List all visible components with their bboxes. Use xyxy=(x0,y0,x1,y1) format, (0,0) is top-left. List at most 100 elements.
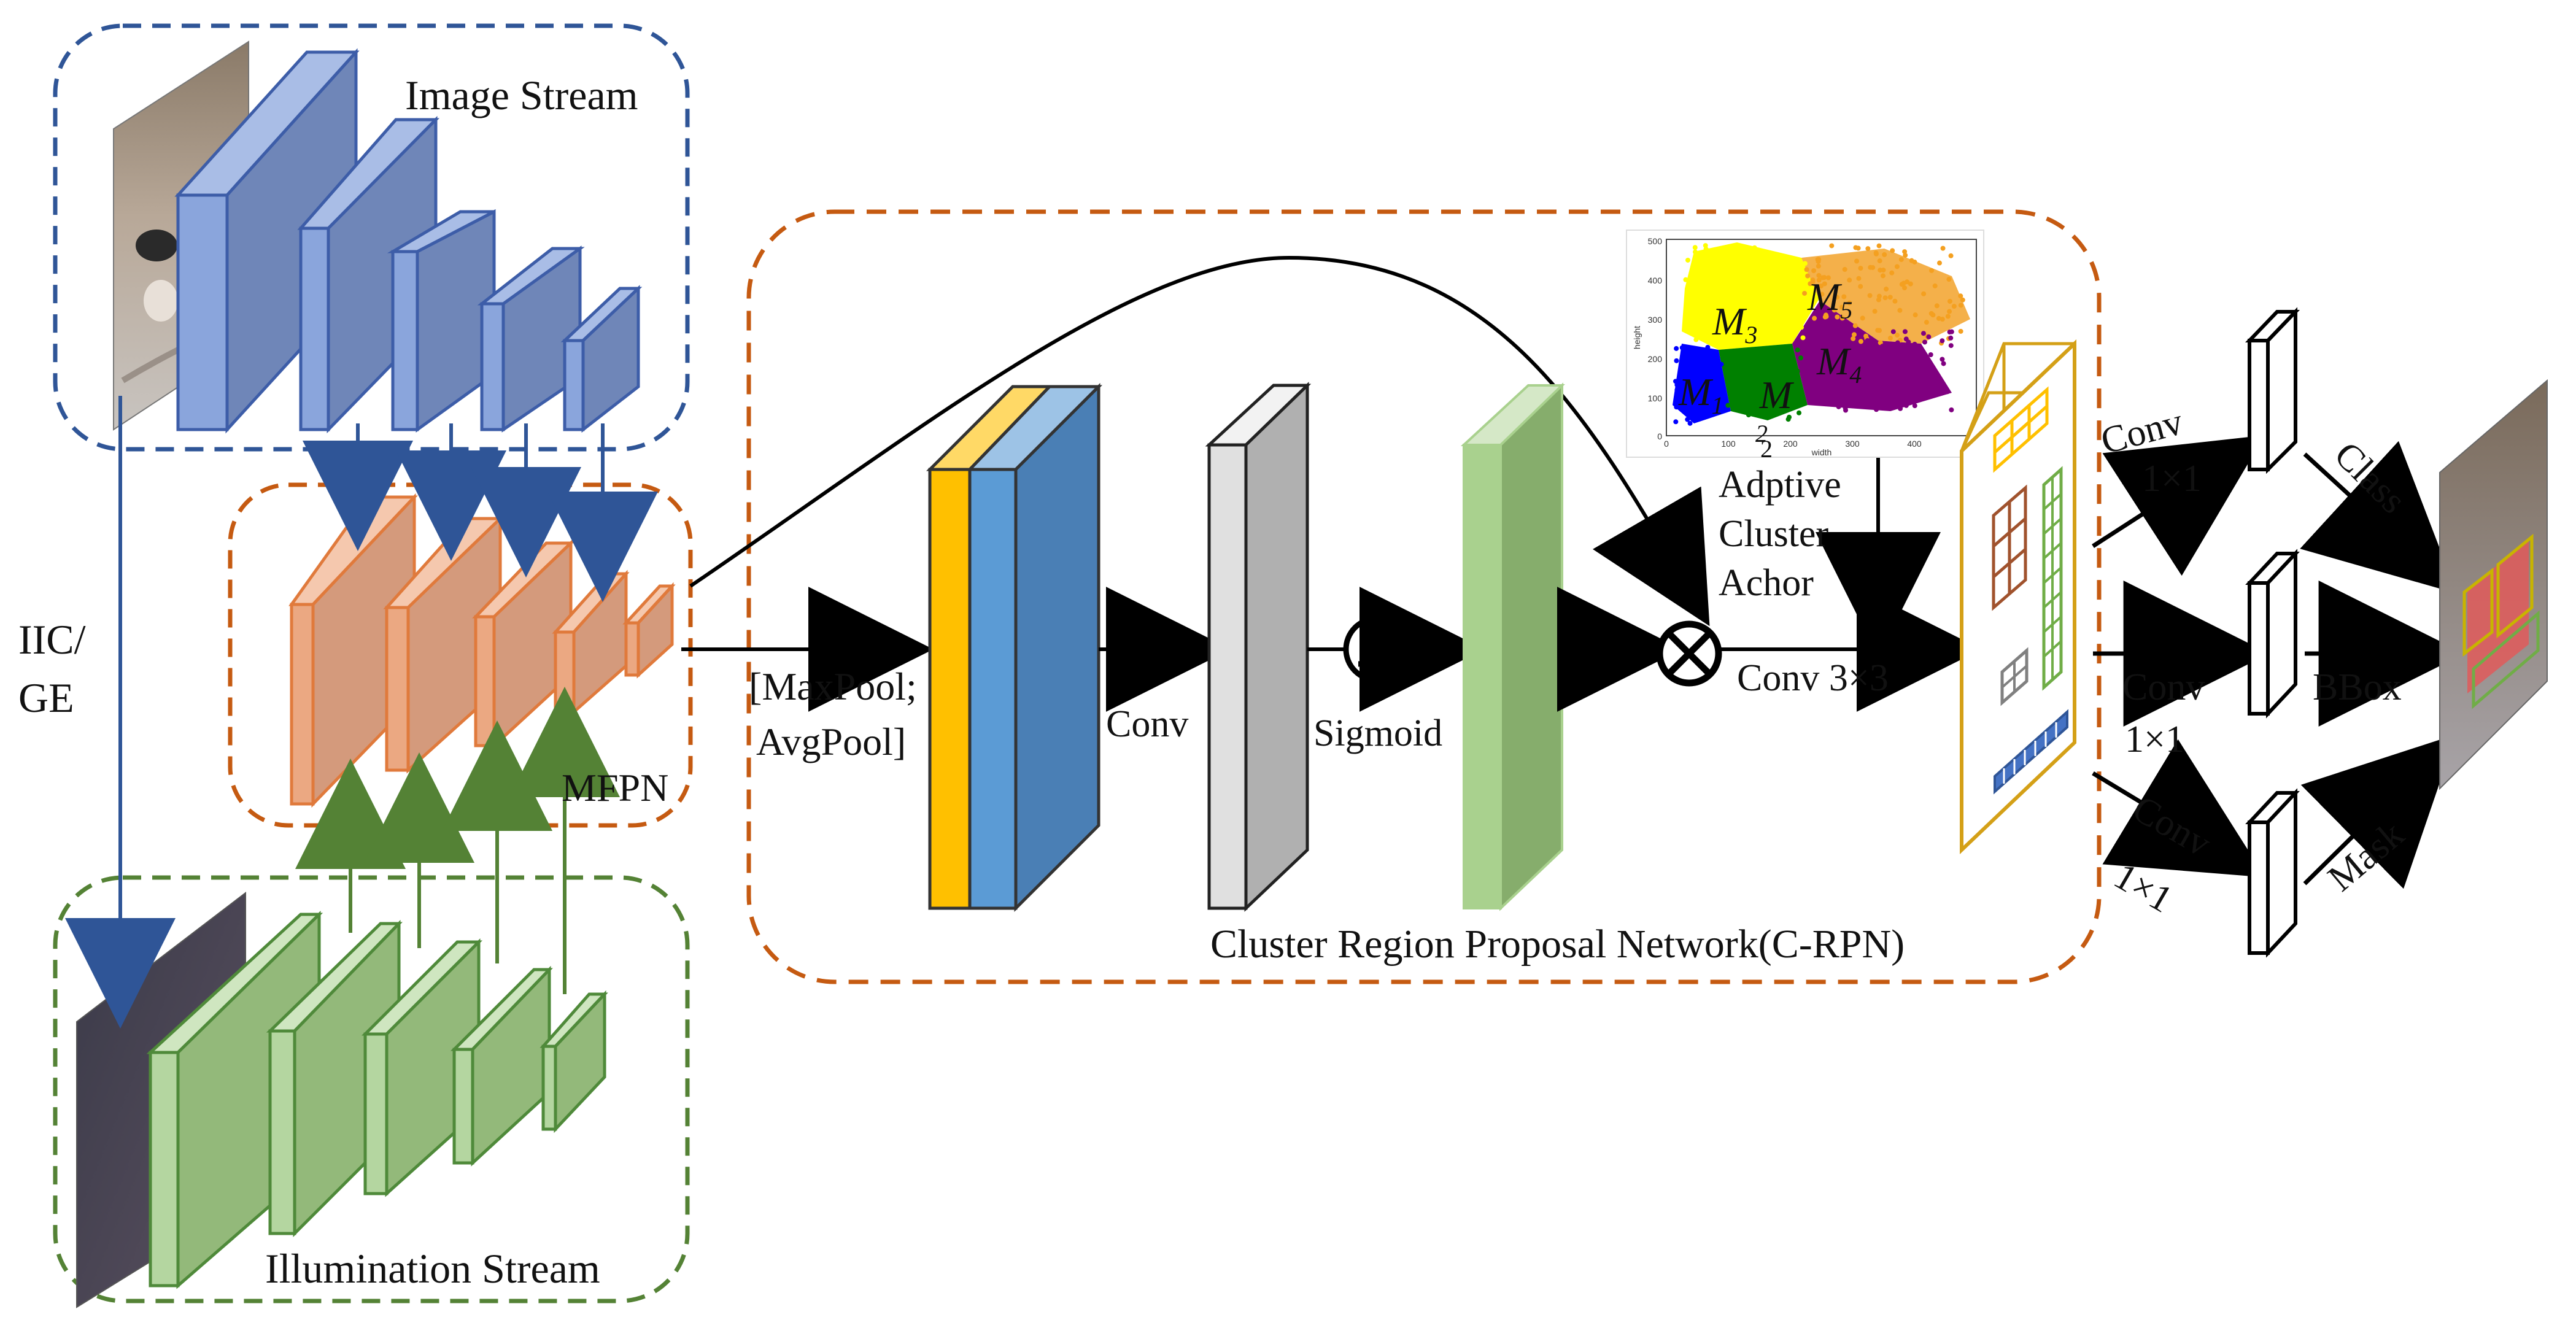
scatter-point xyxy=(1788,257,1793,262)
scatter-point xyxy=(1776,255,1781,261)
scatter-point xyxy=(1760,251,1766,257)
scatter-point xyxy=(1674,387,1680,393)
scatter-point xyxy=(1735,295,1740,301)
scatter-point xyxy=(1884,287,1889,292)
scatter-point xyxy=(1747,383,1752,388)
scatter-point xyxy=(1742,282,1747,288)
cluster-scatter-plot: M3 M5 M1 M2 M4 0 100 200 300 400 500 500… xyxy=(1626,230,1984,458)
pool-label-line1: [MaxPool; xyxy=(749,665,917,708)
conv-mid-label-2: 1×1 xyxy=(2125,719,2184,760)
scatter-point xyxy=(1706,272,1711,277)
scatter-point xyxy=(1941,361,1946,366)
conv-block xyxy=(1205,382,1312,912)
conv-top-label-1: Conv xyxy=(2097,401,2187,462)
scatter-point xyxy=(1858,284,1863,289)
scatter-point xyxy=(1774,389,1780,395)
scatter-point xyxy=(1715,376,1721,381)
scatter-point xyxy=(1890,248,1895,253)
svg-text:300: 300 xyxy=(1648,315,1663,325)
scatter-point xyxy=(1717,289,1723,295)
scatter-point xyxy=(1681,405,1687,411)
scatter-point xyxy=(1816,263,1821,269)
scatter-point xyxy=(1909,382,1914,388)
scatter-point xyxy=(1703,336,1709,342)
scatter-point xyxy=(1947,309,1952,314)
scatter-point xyxy=(1951,304,1957,309)
scatter-point xyxy=(1758,281,1763,287)
scatter-point xyxy=(1873,387,1879,392)
scatter-point xyxy=(1902,249,1908,255)
scatter-point xyxy=(1739,285,1744,290)
scatter-point xyxy=(1856,276,1862,281)
scatter-point xyxy=(1725,403,1731,408)
scatter-point xyxy=(1711,271,1717,276)
scatter-point xyxy=(1839,304,1844,310)
scatter-point xyxy=(1766,269,1772,275)
skip-connection-curve xyxy=(689,255,1710,627)
scatter-point xyxy=(1917,368,1922,374)
scatter-point xyxy=(1815,257,1820,263)
scatter-point xyxy=(1765,404,1770,410)
scatter-point xyxy=(1921,291,1927,296)
scatter-point xyxy=(1701,389,1706,395)
scatter-point xyxy=(1811,268,1817,274)
scatter-point xyxy=(1692,331,1698,336)
scatter-point xyxy=(1816,354,1822,360)
scatter-point xyxy=(1855,245,1861,251)
scatter-point xyxy=(1719,361,1724,367)
scatter-point xyxy=(1903,403,1909,408)
scatter-point xyxy=(1816,272,1822,278)
scatter-point xyxy=(1716,315,1722,321)
scatter-point xyxy=(1677,378,1683,384)
scatter-point xyxy=(1677,382,1683,387)
scatter-point xyxy=(1929,268,1935,273)
scatter-point xyxy=(1868,342,1874,348)
scatter-point xyxy=(1692,404,1697,410)
scatter-point xyxy=(1787,414,1792,420)
scatter-point xyxy=(1924,320,1929,325)
scatter-point xyxy=(1797,410,1802,415)
scatter-point xyxy=(1862,350,1867,356)
scatter-point xyxy=(1944,389,1950,395)
scatter-point xyxy=(1746,412,1751,418)
scatter-point xyxy=(1744,296,1749,301)
scatter-point xyxy=(1758,378,1763,384)
scatter-point xyxy=(1912,259,1917,264)
concat-feature-block xyxy=(926,382,1103,913)
scatter-point xyxy=(1902,329,1908,334)
scatter-point xyxy=(1920,351,1925,357)
scatter-point xyxy=(1709,280,1715,286)
sigmoid-label: Sigmoid xyxy=(1313,712,1442,754)
illumination-stream-box xyxy=(53,875,690,1303)
scatter-point xyxy=(1708,397,1713,403)
scatter-point xyxy=(1925,362,1931,368)
scatter-point xyxy=(1816,379,1822,385)
scatter-point xyxy=(1887,343,1892,349)
svg-text:100: 100 xyxy=(1721,439,1736,449)
scatter-point xyxy=(1674,404,1679,410)
scatter-point xyxy=(1898,257,1904,262)
iic-ge-label-line1: IIC/ xyxy=(18,616,86,663)
scatter-point xyxy=(1792,398,1797,403)
scatter-point xyxy=(1697,285,1703,290)
multiply-operator-icon xyxy=(1656,620,1722,687)
scatter-point xyxy=(1762,322,1768,327)
scatter-point xyxy=(1750,329,1755,334)
scatter-point xyxy=(1912,403,1917,409)
scatter-point xyxy=(1948,335,1954,341)
scatter-point xyxy=(1745,265,1750,271)
scatter-point xyxy=(1703,353,1708,358)
scatter-point xyxy=(1674,346,1679,351)
scatter-point xyxy=(1766,400,1771,406)
scatter-point xyxy=(1715,334,1721,339)
scatter-point xyxy=(1701,316,1707,322)
scatter-point xyxy=(1709,411,1715,416)
scatter-point xyxy=(1960,297,1965,303)
scatter-point xyxy=(1786,400,1792,405)
scatter-point xyxy=(1688,374,1693,379)
scatter-point xyxy=(1739,326,1745,331)
scatter-point xyxy=(1693,337,1699,342)
scatter-point xyxy=(1837,349,1843,354)
image-to-mfpn-arrows xyxy=(303,423,658,602)
